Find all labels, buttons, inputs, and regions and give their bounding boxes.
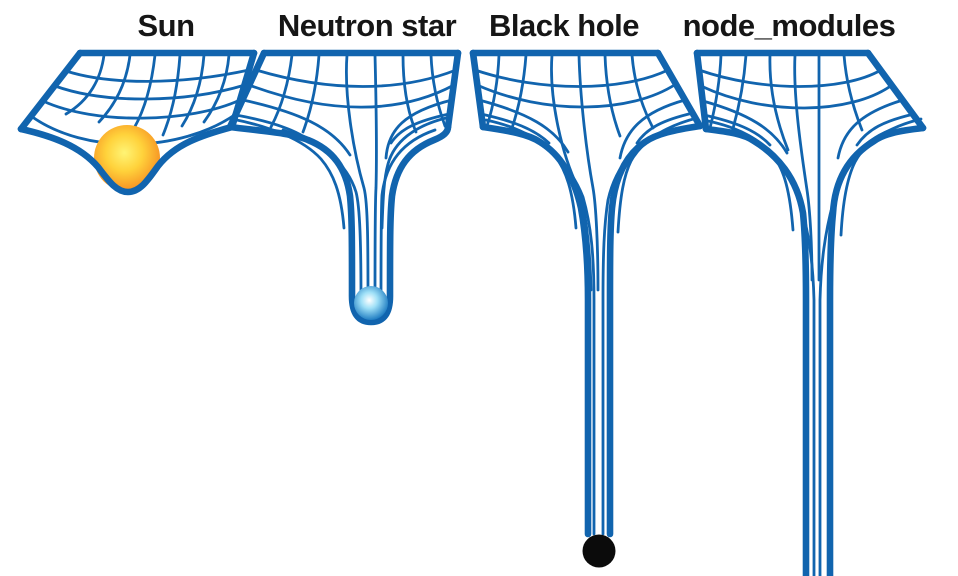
black-hole-dot: [582, 534, 616, 568]
grid-border-line: [654, 49, 704, 130]
panel-title-neutron-star: Neutron star: [277, 8, 457, 43]
grid-border-line: [864, 49, 927, 132]
grid-line: [41, 98, 242, 120]
grid-line: [254, 68, 458, 88]
grid-line: [64, 68, 251, 83]
panel-title-black-hole: Black hole: [488, 8, 640, 43]
grid-line: [53, 83, 247, 101]
grid-line: [697, 68, 883, 88]
neutron-star-sphere: [354, 286, 388, 320]
grid-border-line: [469, 49, 487, 131]
grid-line: [269, 53, 294, 129]
grid-line: [699, 83, 894, 110]
grid-line: [768, 53, 790, 152]
grid-line: [241, 98, 352, 157]
grid-line: [161, 53, 182, 137]
grid-line: [793, 53, 814, 282]
grid-line: [842, 53, 864, 132]
grid-line: [855, 112, 916, 147]
grid-line: [839, 117, 923, 237]
grid-line: [836, 98, 905, 160]
grid-line: [247, 83, 456, 109]
grid-line: [701, 99, 789, 155]
grid-border-line: [444, 49, 462, 131]
grid-line: [301, 53, 321, 134]
grid-line: [230, 117, 346, 230]
grid-line: [131, 53, 157, 132]
grid-line: [373, 53, 378, 302]
grid-line: [345, 53, 370, 302]
well-neutron-star: [226, 49, 462, 326]
grid-line: [616, 116, 699, 234]
grid-border-line: [693, 49, 710, 133]
grid-line: [508, 127, 596, 536]
panel-title-sun: Sun: [137, 8, 195, 43]
grid-line: [479, 112, 551, 145]
grid-line: [618, 98, 687, 160]
grid-line: [473, 68, 670, 88]
grid-line: [384, 98, 454, 160]
grid-line: [509, 53, 528, 133]
grid-line: [603, 53, 622, 138]
well-black-hole: [469, 49, 704, 568]
grid-line: [477, 98, 570, 154]
grid-line: [630, 53, 655, 130]
sun-sphere: [94, 125, 160, 191]
grid-border-line: [226, 123, 452, 326]
grid-border-line: [702, 124, 927, 576]
well-node-modules: [693, 49, 927, 576]
grid-line: [380, 116, 448, 230]
grid-border-line: [17, 123, 236, 196]
grid-border-line: [17, 49, 84, 133]
panel-title-node-modules: node_modules: [682, 8, 896, 43]
grid-line: [635, 111, 695, 145]
grid-border-line: [479, 122, 704, 538]
grid-line: [475, 82, 678, 109]
grid-line: [379, 128, 437, 301]
grid-line: [730, 53, 748, 134]
grid-border-line: [226, 49, 268, 131]
grid-line: [97, 53, 132, 124]
well-sun: [17, 49, 258, 196]
grid-line: [202, 53, 231, 124]
grid-line: [702, 113, 772, 147]
grid-line: [577, 53, 600, 292]
grid-line: [389, 112, 451, 145]
grid-line: [180, 53, 206, 128]
